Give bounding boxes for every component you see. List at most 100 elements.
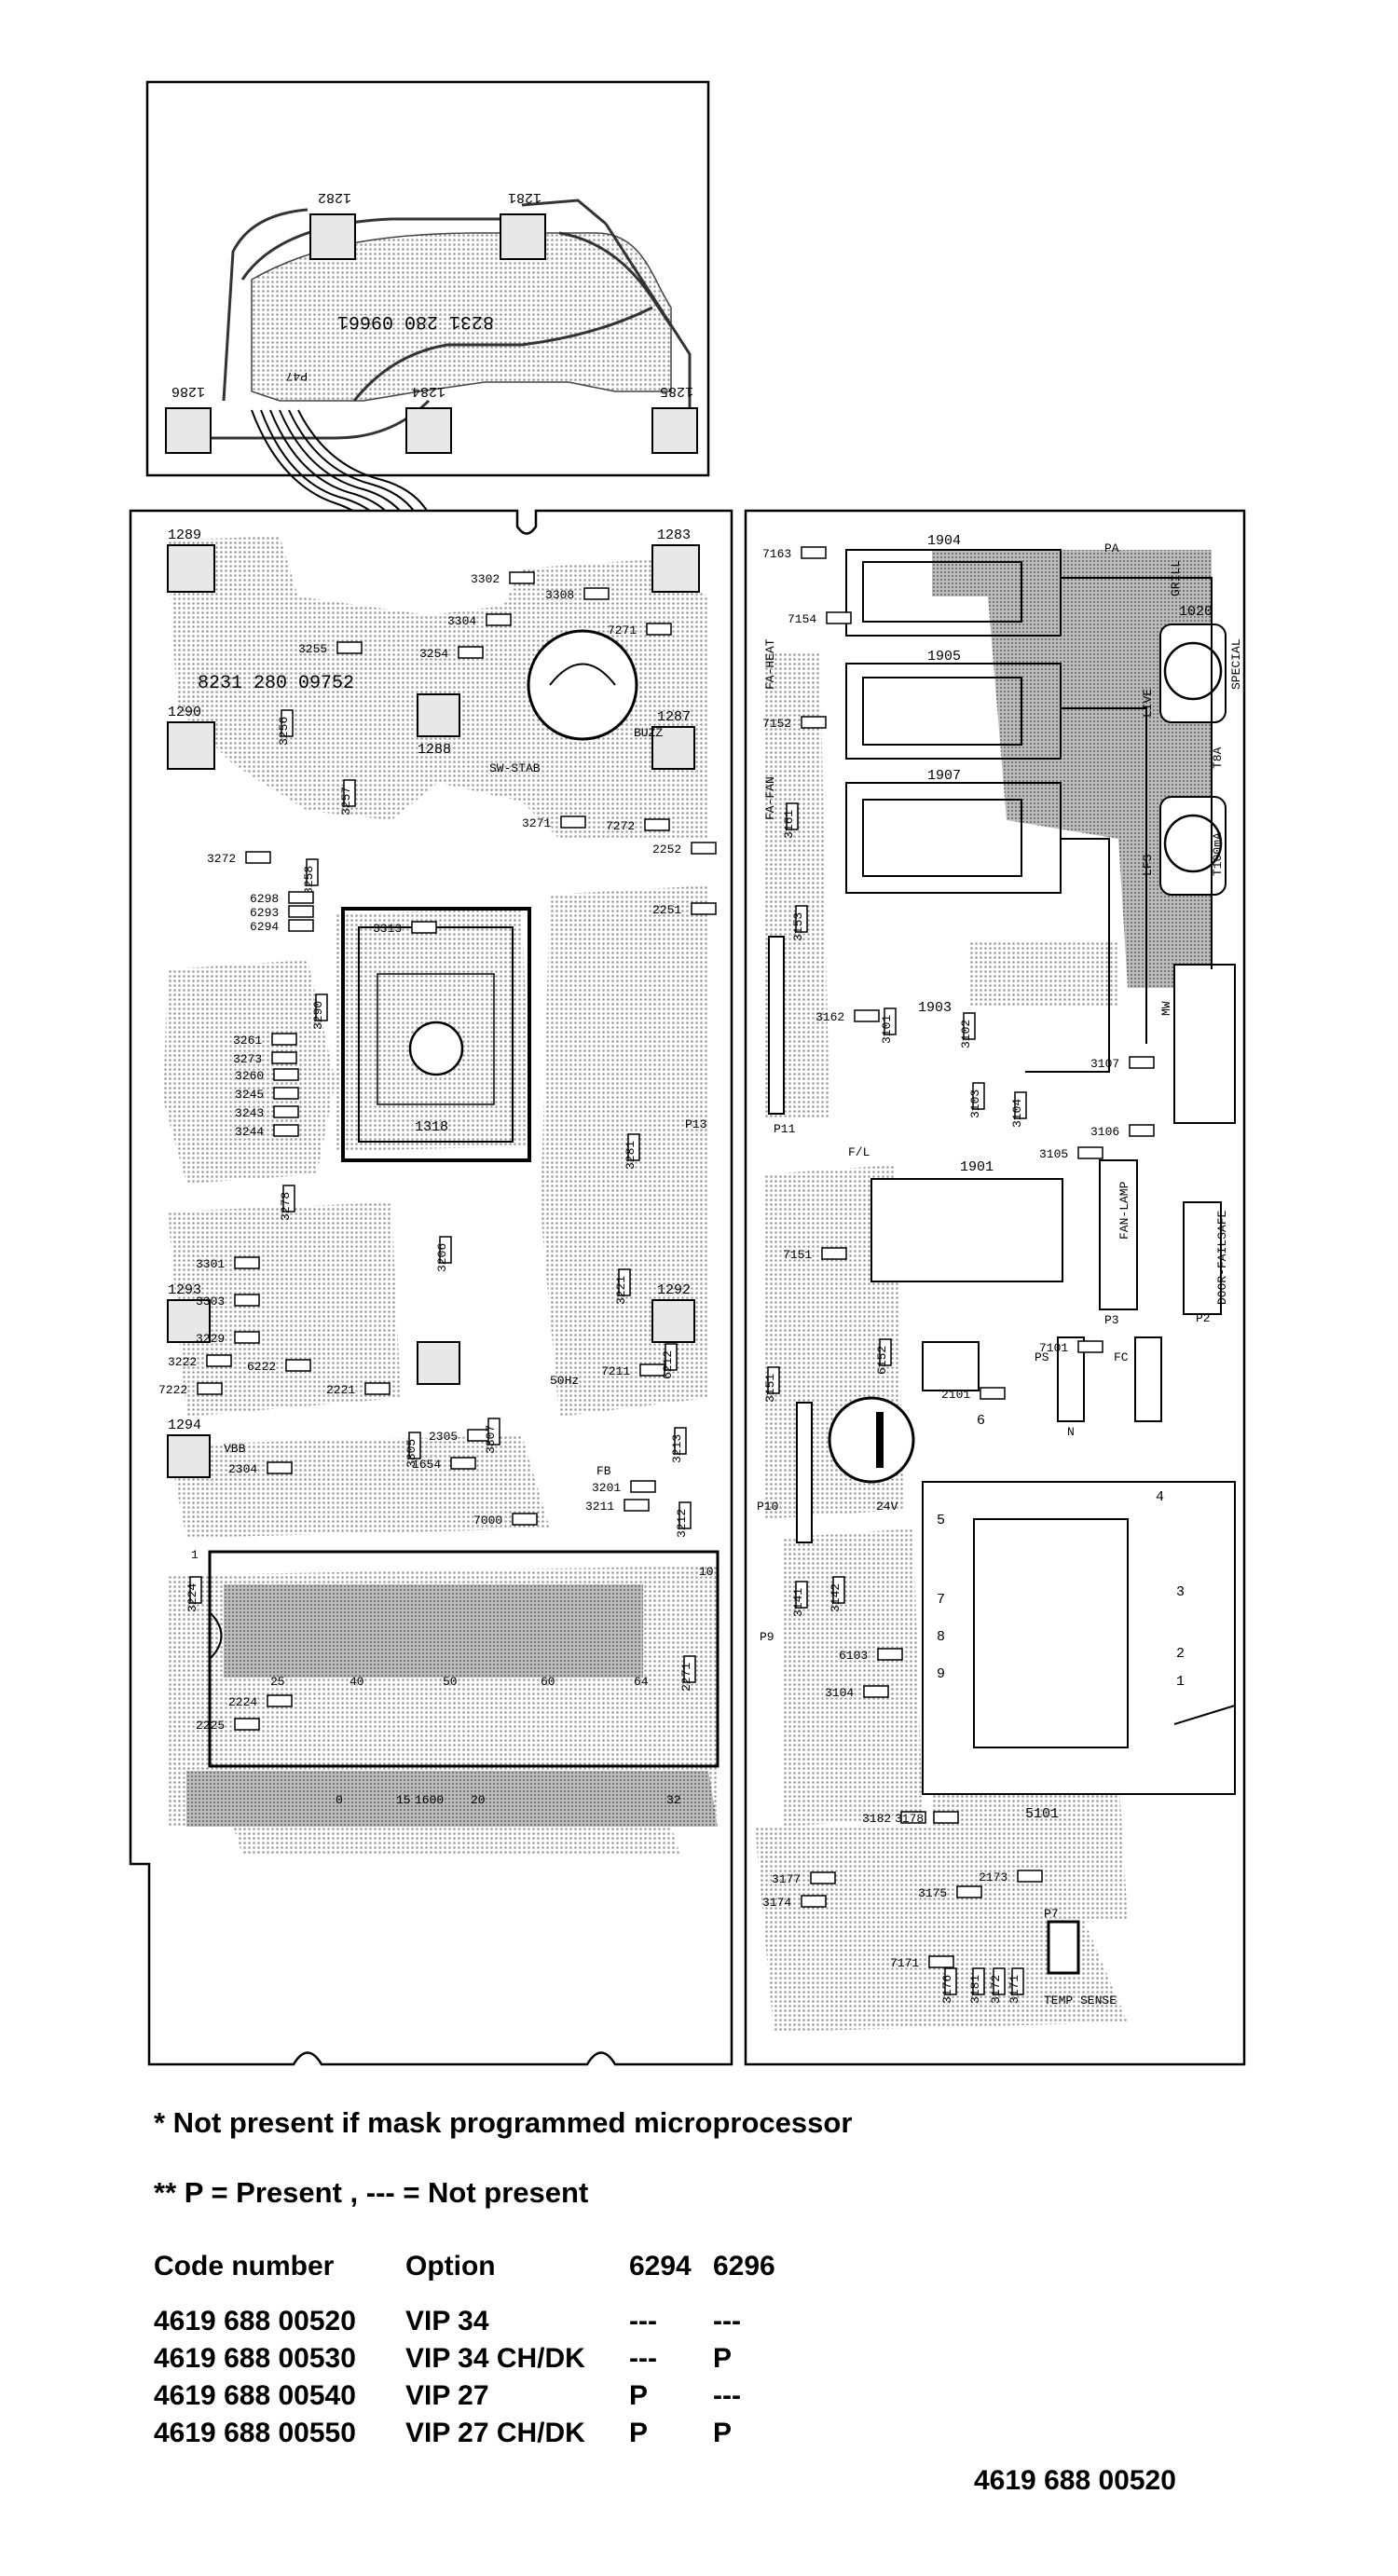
pin-25: 25 [270, 1675, 285, 1689]
component-body [364, 1382, 391, 1395]
component-body [821, 1247, 847, 1260]
component-3290: 3290 [311, 1001, 325, 1030]
relay-1904: 1904 [927, 533, 961, 549]
component-3222: 3222 [168, 1355, 197, 1369]
component-3212: 3212 [675, 1509, 689, 1538]
pcb-layout-diagram: 1282 1281 1286 1284 1285 8231 280 09661 … [129, 80, 1246, 2066]
label-f-l: F/L [848, 1145, 870, 1159]
component-3243: 3243 [235, 1106, 264, 1120]
component-body [646, 623, 672, 636]
label-live: LIVE [1141, 689, 1155, 718]
component-body [786, 802, 799, 830]
table-row: 4619 688 00520 VIP 34 --- --- [154, 2303, 806, 2340]
component-7154: 7154 [788, 612, 816, 626]
note-present-legend: ** P = Present , --- = Not present [154, 2176, 589, 2209]
pad-1286: 1286 [171, 383, 205, 399]
component-body [810, 1871, 836, 1884]
component-body [644, 818, 670, 831]
pad-1289: 1289 [168, 528, 201, 543]
c6296-cell: P [713, 2418, 733, 2448]
label-door-failsafe: DOOR-FAILSAFE [1215, 1210, 1229, 1305]
component-body [879, 1338, 892, 1366]
label-fc: FC [1114, 1350, 1129, 1364]
component-body [933, 1811, 959, 1824]
component-body [281, 709, 294, 737]
label-pa: PA [1104, 541, 1119, 555]
component-body [486, 613, 512, 626]
pin-1: 1 [191, 1548, 199, 1562]
component-body [273, 1124, 299, 1137]
component-body [863, 1685, 889, 1698]
component-body [795, 905, 808, 933]
code-number-cell: 4619 688 00530 [154, 2343, 356, 2374]
component-7151: 7151 [783, 1248, 812, 1262]
component-3102: 3102 [959, 1020, 973, 1048]
code-number-cell: 4619 688 00540 [154, 2380, 356, 2411]
label-p2: P2 [1196, 1311, 1211, 1325]
component-3307: 3307 [484, 1425, 498, 1454]
label-fb: FB [596, 1464, 611, 1478]
option-cell: VIP 34 CH/DK [405, 2343, 585, 2374]
component-body [285, 1359, 311, 1372]
pin-50: 50 [443, 1675, 458, 1689]
component-body [1077, 1340, 1103, 1353]
component-3260: 3260 [235, 1069, 264, 1083]
component-body [877, 1648, 903, 1661]
c6296-cell: --- [713, 2306, 741, 2336]
component-3174: 3174 [762, 1896, 791, 1910]
pad-1283: 1283 [657, 528, 691, 543]
component-6293: 6293 [250, 906, 279, 920]
component-body [273, 1105, 299, 1118]
label-lfs: LFS [1141, 854, 1155, 876]
component-body [618, 1268, 631, 1296]
label-n: N [1067, 1425, 1075, 1439]
component-3103: 3103 [968, 1089, 982, 1118]
component-3206: 3206 [435, 1243, 449, 1272]
component-3272: 3272 [207, 852, 236, 866]
component-body [271, 1033, 297, 1046]
component-body [980, 1387, 1006, 1400]
component-body [336, 641, 363, 654]
component-body [795, 1581, 808, 1609]
relay-1905: 1905 [927, 649, 961, 665]
component-body [267, 1461, 293, 1474]
tx-pin-1: 1 [1176, 1674, 1185, 1690]
transformer-5101: 5101 [1025, 1806, 1059, 1822]
component-3256: 3256 [277, 717, 291, 746]
option-cell: VIP 27 [405, 2380, 489, 2411]
tx-pin-5: 5 [937, 1513, 945, 1528]
component-body [1077, 1146, 1103, 1159]
component-body [234, 1294, 260, 1307]
label-50hz: 50Hz [550, 1374, 579, 1388]
component-3229: 3229 [196, 1332, 225, 1346]
c6296-cell: P [713, 2343, 733, 2374]
pin-64: 64 [634, 1675, 649, 1689]
relay-1907: 1907 [927, 768, 961, 784]
label-fa-heat: FA-HEAT [763, 638, 777, 690]
component-7000: 7000 [473, 1514, 502, 1528]
label-vbb: VBB [224, 1442, 246, 1456]
component-3261: 3261 [233, 1034, 262, 1048]
component-body [639, 1363, 665, 1377]
component-3176: 3176 [940, 1975, 954, 2004]
label-p11: P11 [774, 1122, 796, 1136]
component-3304: 3304 [447, 614, 476, 628]
c6296-cell: --- [713, 2380, 741, 2411]
component-3308: 3308 [545, 588, 574, 602]
component-3254: 3254 [419, 647, 448, 661]
document-number: 4619 688 00520 [974, 2465, 1176, 2496]
component-body [678, 1501, 692, 1529]
component-body [956, 1885, 982, 1898]
component-3271: 3271 [522, 816, 551, 830]
label-temp-sense: TEMP SENSE [1044, 1994, 1117, 2007]
component-body [245, 851, 271, 864]
component-body [450, 1457, 476, 1470]
tx-pin-3: 3 [1176, 1584, 1185, 1600]
component-3106: 3106 [1090, 1125, 1119, 1139]
component-3278: 3278 [279, 1192, 293, 1221]
c6294-cell: P [629, 2380, 649, 2411]
component-body [801, 716, 827, 729]
label-sw-stab: SW-STAB [489, 761, 541, 775]
pin-15: 15 [396, 1793, 411, 1807]
